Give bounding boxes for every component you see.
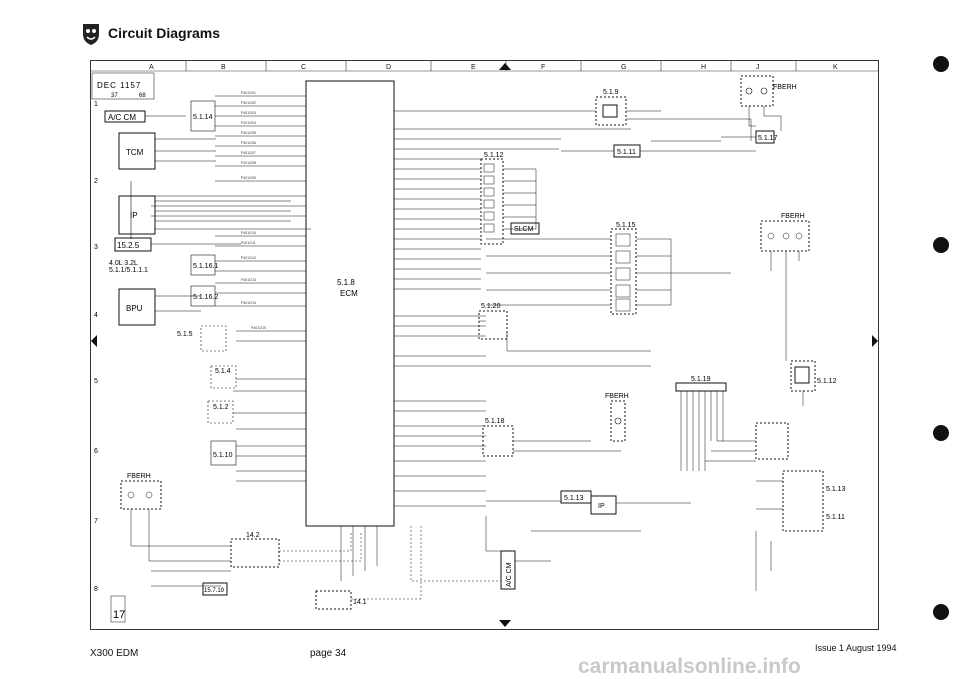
ecm-label: ECM [340, 289, 358, 298]
ref-5-1-12: 5.1.12 [484, 152, 504, 159]
diagram-frame: A B C D E F G H J K 1 2 3 4 5 6 7 8 DEC … [90, 60, 879, 630]
binder-hole [933, 56, 949, 72]
sheet-no: 37 [111, 93, 118, 99]
binder-hole [933, 425, 949, 441]
footer-page: page 34 [310, 648, 347, 659]
svg-text:P401/213: P401/213 [241, 278, 256, 282]
fig-number: 17 [113, 609, 125, 621]
grid-row: 7 [94, 518, 98, 525]
grid-col: H [701, 64, 706, 71]
binder-hole [933, 237, 949, 253]
ref-5-1-13: 5.1.13 [564, 495, 584, 502]
grid-col: E [471, 64, 476, 71]
ref-15-2-5: 15.2.5 [117, 241, 140, 250]
ref-5-1-2: 5.1.2 [213, 404, 229, 411]
grid-col: G [621, 64, 626, 71]
svg-text:P401/207: P401/207 [241, 151, 256, 155]
grid-columns: A B C D E F G H J K [149, 64, 838, 71]
svg-text:P401/214: P401/214 [241, 301, 256, 305]
module-slcm: SLCM [514, 226, 534, 233]
binder-hole [933, 604, 949, 620]
grid-col: K [833, 64, 838, 71]
sheet-of: 68 [139, 93, 146, 99]
grid-rows: 1 2 3 4 5 6 7 8 [94, 101, 98, 593]
ref-5-1-13-right: 5.1.13 [826, 486, 846, 493]
grid-row: 6 [94, 448, 98, 455]
module-ac-cm-bottom: A/C CM [506, 562, 513, 587]
module-ac-cm: A/C CM [108, 113, 136, 122]
ref-5-1-18: 5.1.18 [485, 418, 505, 425]
ref-5-1-11: 5.1.11 [617, 149, 636, 156]
grid-row: 8 [94, 586, 98, 593]
svg-text:P401/215: P401/215 [251, 326, 266, 330]
svg-text:P401/203: P401/203 [241, 111, 256, 115]
ref-5-1-17: 5.1.17 [758, 135, 778, 142]
grid-col: A [149, 64, 154, 71]
circuit-diagram: A B C D E F G H J K 1 2 3 4 5 6 7 8 DEC … [91, 61, 878, 627]
svg-text:P401/202: P401/202 [241, 101, 256, 105]
ref-5-1-16-1: 5.1.16.1 [193, 263, 218, 270]
sheet-label: DEC 1157 [97, 81, 141, 90]
ref-5-1-9: 5.1.9 [603, 89, 619, 96]
svg-text:P401/209: P401/209 [241, 176, 256, 180]
module-ip-right: IP [598, 503, 605, 510]
grid-col: B [221, 64, 226, 71]
ref-5-1-5: 5.1.5 [177, 331, 193, 338]
grid-row: 5 [94, 378, 98, 385]
module-ip: IP [130, 211, 138, 220]
svg-text:P401/204: P401/204 [241, 121, 256, 125]
footer-issue: Issue 1 August 1994 [815, 643, 897, 653]
page-title: Circuit Diagrams [108, 25, 221, 41]
module-bpu: BPU [126, 304, 143, 313]
svg-text:P401/210: P401/210 [241, 231, 256, 235]
svg-text:P401/208: P401/208 [241, 161, 256, 165]
ref-5-1-4: 5.1.4 [215, 368, 231, 375]
ref-14-2: 14.2 [246, 532, 260, 539]
ref-5-1-14: 5.1.14 [193, 114, 213, 121]
svg-text:P401/212: P401/212 [241, 256, 256, 260]
svg-text:P401/205: P401/205 [241, 131, 256, 135]
ref-5-1-19: 5.1.19 [691, 376, 711, 383]
fberh-mid: FBERH [781, 213, 805, 220]
grid-col: C [301, 64, 306, 71]
ref-15-7-19: 15.7.19 [204, 588, 225, 594]
module-tcm: TCM [126, 148, 144, 157]
svg-text:P401/206: P401/206 [241, 141, 256, 145]
fberh-top: FBERH [773, 84, 797, 91]
ref-5-1-12-right: 5.1.12 [817, 378, 837, 385]
ref-5-1-11-right: 5.1.11 [826, 514, 845, 521]
ref-5-1-10: 5.1.10 [213, 452, 233, 459]
ref-5-1-15: 5.1.15 [616, 222, 636, 229]
jaguar-logo-icon [83, 24, 99, 45]
grid-col: D [386, 64, 391, 71]
fberh-right: FBERH [605, 393, 629, 400]
ref-5-1-20: 5.1.20 [481, 303, 501, 310]
grid-row: 2 [94, 178, 98, 185]
page-header: Circuit Diagrams [0, 0, 960, 48]
grid-row: 1 [94, 101, 98, 108]
footer-model: X300 EDM [90, 648, 139, 659]
grid-row: 3 [94, 244, 98, 251]
ref-14-1: 14.1 [353, 599, 367, 606]
ecm-ref: 5.1.8 [337, 278, 355, 287]
fberh-left: FBERH [127, 473, 151, 480]
watermark: carmanualsonline.info [578, 655, 801, 678]
svg-text:P401/211: P401/211 [241, 241, 256, 245]
grid-col: J [756, 64, 760, 71]
grid-row: 4 [94, 312, 98, 319]
grid-col: F [541, 64, 545, 71]
ref-5-1-16-2: 5.1.16.2 [193, 294, 218, 301]
svg-text:P401/201: P401/201 [241, 91, 256, 95]
